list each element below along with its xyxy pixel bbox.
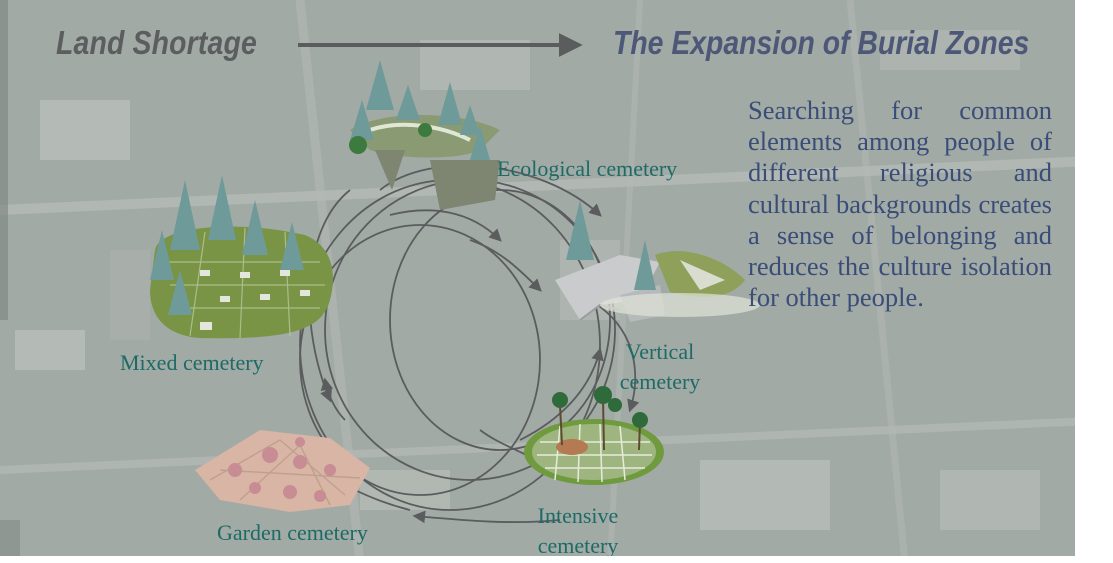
garden-cemetery-illustration xyxy=(195,430,370,512)
vertical-cemetery-illustration xyxy=(555,200,760,322)
page-margin-right xyxy=(1075,0,1113,563)
cycle-arrow xyxy=(320,377,346,421)
cycle-arrow xyxy=(389,209,502,242)
label-intensive-cemetery: Intensive cemetery xyxy=(520,501,636,561)
title-expansion-of-burial-zones: The Expansion of Burial Zones xyxy=(613,24,1030,61)
label-intensive-line2: cemetery xyxy=(537,533,619,558)
cycle-arrow xyxy=(469,239,542,292)
label-mixed-cemetery: Mixed cemetery xyxy=(120,350,264,375)
mixed-cemetery-illustration xyxy=(150,175,333,339)
label-vertical-cemetery: Vertical cemetery xyxy=(606,337,714,397)
label-vertical-line2: cemetery xyxy=(619,369,701,394)
title-land-shortage: Land Shortage xyxy=(56,24,257,61)
description-paragraph: Searching for common elements among peop… xyxy=(748,95,1052,313)
page-margin-bottom xyxy=(0,556,1113,563)
label-intensive-line1: Intensive xyxy=(537,503,619,528)
cycle-arrow xyxy=(412,510,561,524)
cycle-loop xyxy=(299,224,541,496)
cycle-arrow xyxy=(519,347,604,441)
ecological-cemetery-illustration xyxy=(349,60,500,210)
cycle-arrows xyxy=(299,164,640,524)
label-garden-cemetery: Garden cemetery xyxy=(217,520,368,545)
label-vertical-line1: Vertical xyxy=(625,339,695,364)
label-ecological-cemetery: Ecological cemetery xyxy=(497,156,678,181)
cycle-arrow xyxy=(589,299,640,413)
cycle-loop xyxy=(389,189,611,451)
intensive-cemetery-illustration xyxy=(524,386,664,485)
